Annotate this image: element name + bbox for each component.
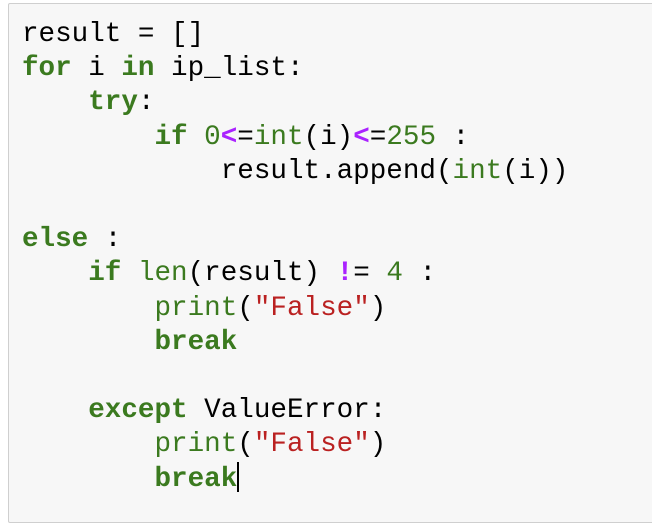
keyword-token: in: [121, 53, 155, 85]
number-token: 255: [386, 121, 437, 153]
code-text: [22, 464, 154, 495]
code-text: (: [237, 429, 254, 461]
operator-token: <: [353, 121, 370, 153]
keyword-token: except: [88, 395, 188, 427]
code-line[interactable]: except ValueError:: [22, 394, 568, 428]
code-text: result = []: [22, 19, 205, 50]
code-text: ): [369, 292, 387, 324]
code-text: ValueError:: [187, 395, 387, 427]
number-token: 0: [204, 121, 221, 153]
code-text: [22, 87, 88, 118]
string-token: "False": [253, 292, 370, 324]
builtin-token: print: [154, 292, 238, 324]
code-line[interactable]: result.append(int(i)): [22, 155, 569, 189]
code-text: [22, 395, 88, 426]
operator-token: !: [336, 258, 354, 290]
text-cursor: [237, 462, 240, 493]
code-line[interactable]: else :: [22, 223, 568, 257]
code-text: [22, 327, 154, 358]
code-line[interactable]: [22, 189, 568, 223]
code-line[interactable]: break: [22, 326, 568, 360]
builtin-token: len: [137, 258, 188, 290]
code-line[interactable]: try:: [22, 86, 568, 120]
builtin-token: int: [253, 121, 304, 153]
code-text: =: [237, 121, 254, 153]
code-text: [22, 293, 154, 324]
code-line[interactable]: for i in ip_list:: [22, 52, 568, 86]
code-line[interactable]: print("False"): [22, 292, 568, 326]
code-text: :: [88, 224, 122, 256]
code-line[interactable]: if 0<=int(i)<=255 :: [22, 121, 568, 155]
code-text: [188, 122, 205, 153]
keyword-token: try: [88, 87, 138, 119]
code-text: (: [237, 292, 254, 324]
code-text: ip_list:: [154, 53, 304, 85]
code-text: :: [137, 87, 155, 119]
code-text: (i): [303, 121, 354, 153]
string-token: "False": [253, 429, 370, 461]
code-text: (result): [187, 258, 337, 290]
keyword-token: for: [22, 53, 72, 85]
code-text: [121, 258, 138, 289]
code-text: result.append(: [22, 155, 453, 187]
code-text: :: [402, 258, 437, 290]
keyword-token: break: [154, 464, 238, 496]
keyword-token: break: [154, 326, 238, 358]
code-line[interactable]: result = []: [22, 18, 568, 52]
code-cell[interactable]: result = []for i in ip_list: try: if 0<=…: [8, 3, 652, 523]
builtin-token: print: [154, 429, 238, 461]
code-text: =: [369, 121, 387, 153]
code-text: [22, 429, 154, 460]
code-editor[interactable]: result = []for i in ip_list: try: if 0<=…: [22, 18, 568, 497]
number-token: 4: [386, 258, 403, 290]
code-line[interactable]: break: [22, 462, 568, 496]
builtin-token: int: [452, 155, 503, 187]
code-text: [22, 258, 88, 289]
operator-token: <: [220, 121, 238, 153]
code-text: =: [353, 258, 387, 290]
code-text: [22, 122, 154, 153]
keyword-token: if: [154, 121, 188, 153]
code-text: ): [369, 429, 387, 461]
code-line[interactable]: [22, 360, 568, 394]
keyword-token: if: [88, 258, 122, 290]
code-text: (i)): [502, 155, 569, 187]
code-line[interactable]: print("False"): [22, 428, 568, 462]
keyword-token: else: [22, 224, 89, 256]
code-text: i: [71, 53, 122, 85]
code-line[interactable]: if len(result) != 4 :: [22, 257, 568, 291]
code-text: :: [436, 121, 470, 153]
